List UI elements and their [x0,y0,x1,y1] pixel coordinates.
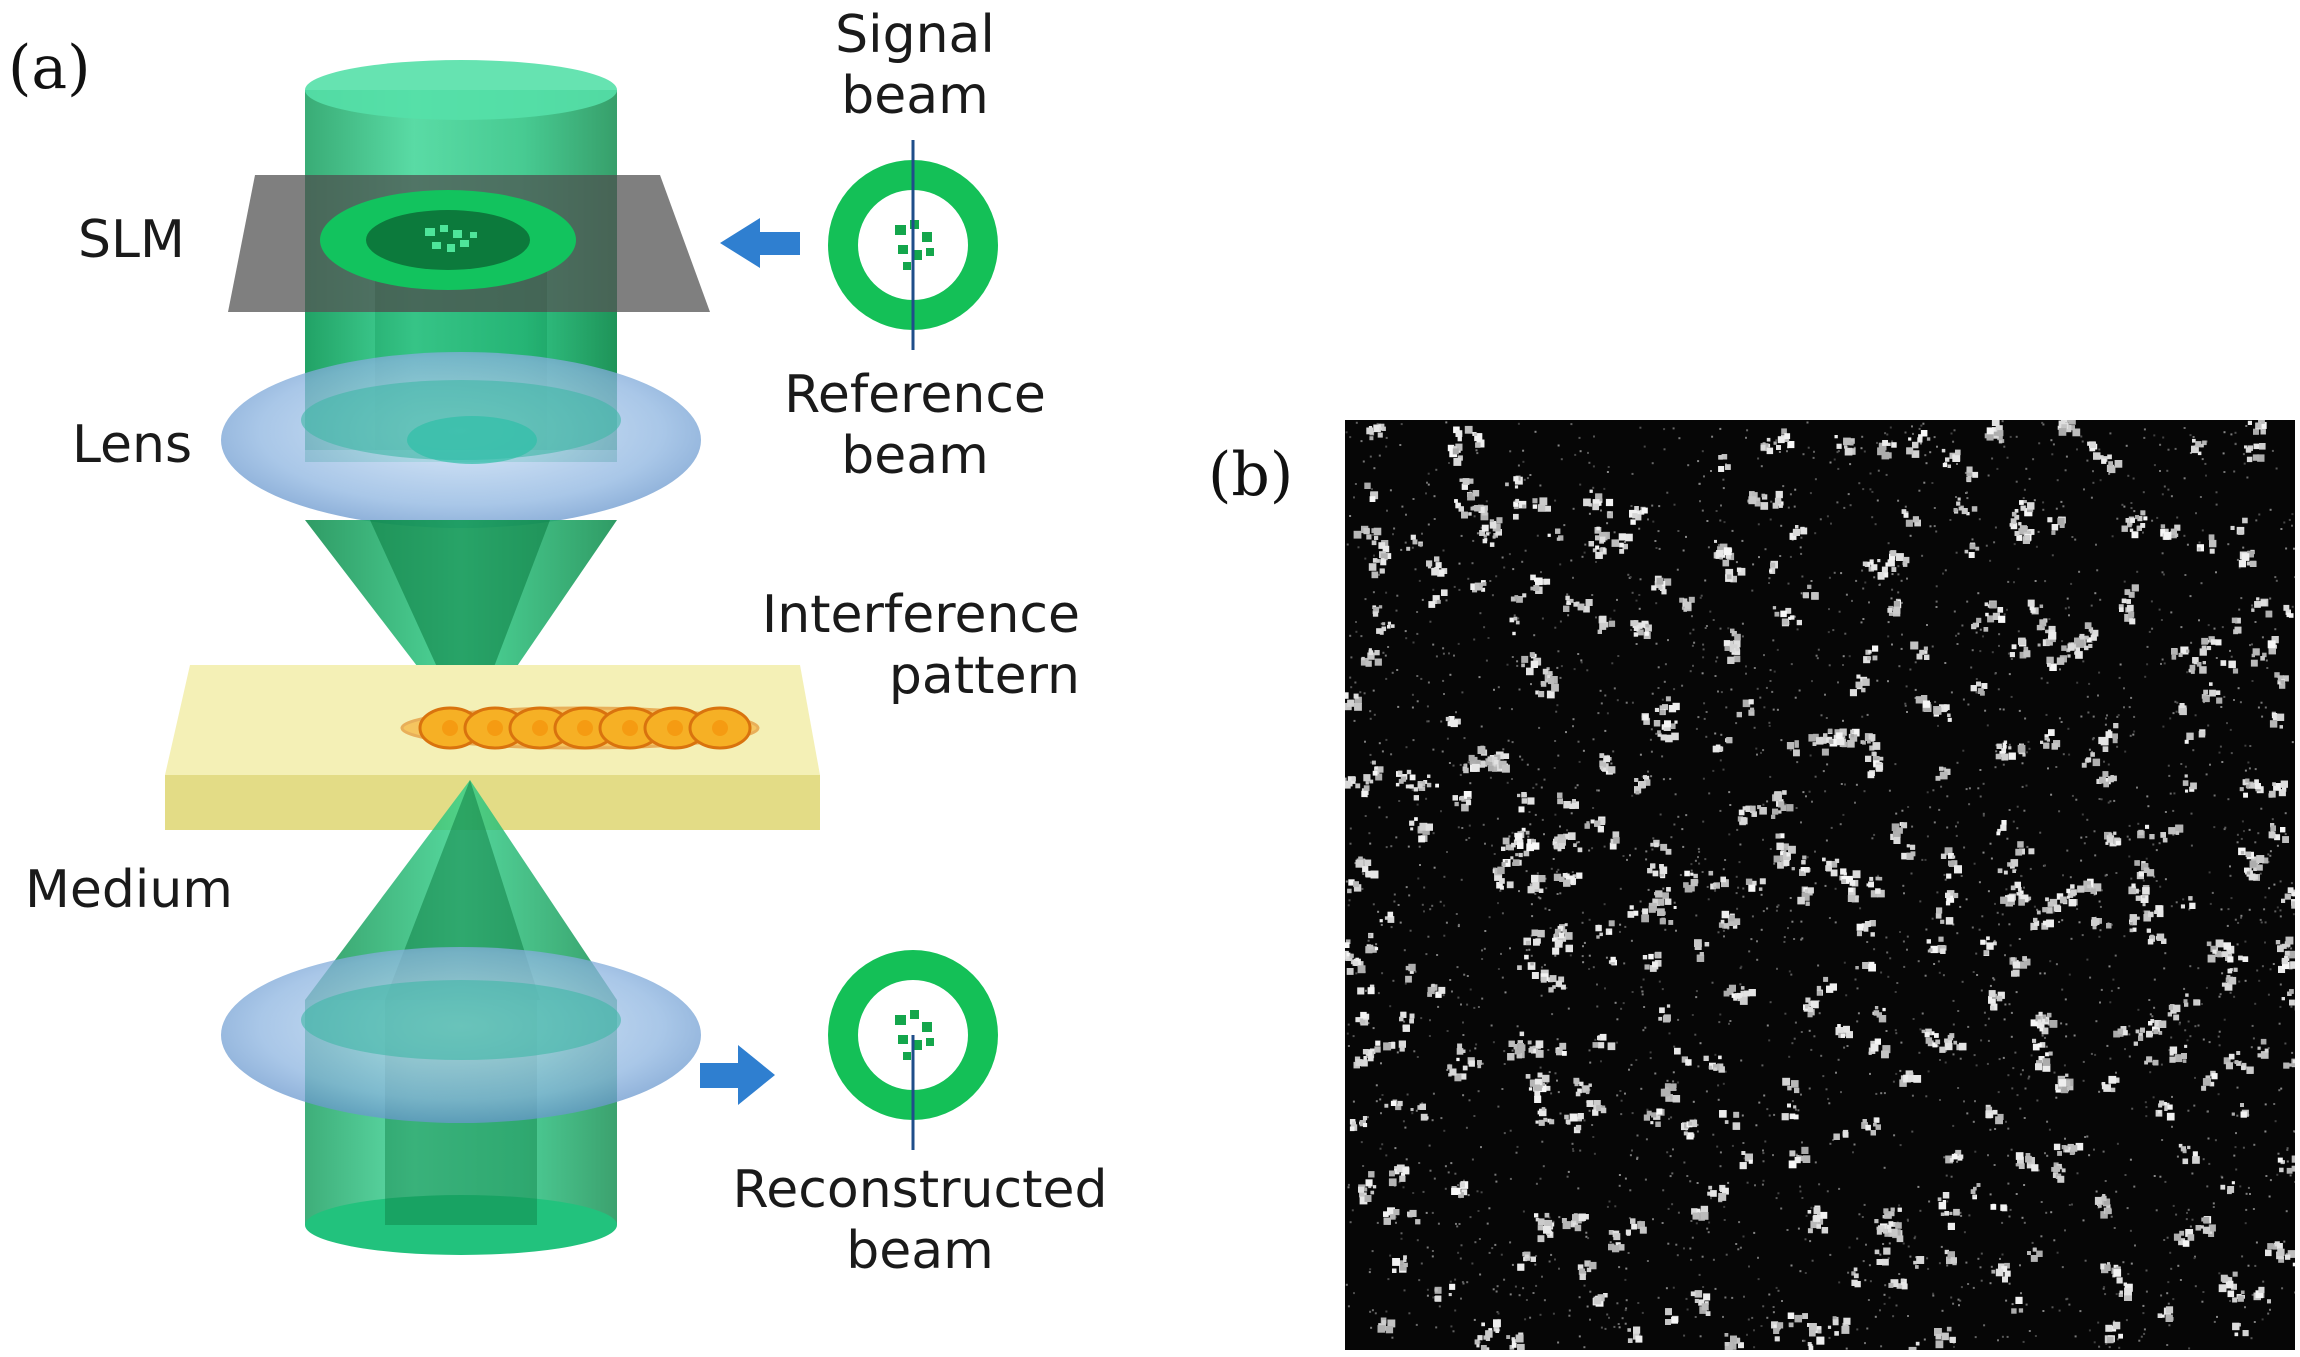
holographic-storage-diagram [165,60,998,1255]
medium-label: Medium [25,860,233,920]
reconstructed-beam-label: Reconstructed beam [732,1160,1108,1281]
upper-lens [221,352,701,528]
interference-pattern-label: Interference pattern [761,585,1080,706]
converging-cone [305,520,617,735]
slm-plate [228,175,710,312]
input-beam-cross-section [828,140,998,350]
output-arrow-icon [700,1045,775,1105]
reconstructed-beam-cross-section [828,950,998,1150]
lens-label: Lens [72,415,193,475]
panel-b-label: (b) [1208,440,1294,510]
signal-beam-label: Signal beam [835,5,995,126]
slm-label: SLM [78,210,185,270]
speckle-hologram-pattern [1345,420,2295,1350]
reference-beam-label: Reference beam [784,365,1046,486]
lower-lens [221,947,701,1123]
input-arrow-icon [720,218,800,268]
diverging-cone [305,780,617,1000]
interference-pattern [400,706,760,750]
panel-a-label: (a) [8,33,91,103]
